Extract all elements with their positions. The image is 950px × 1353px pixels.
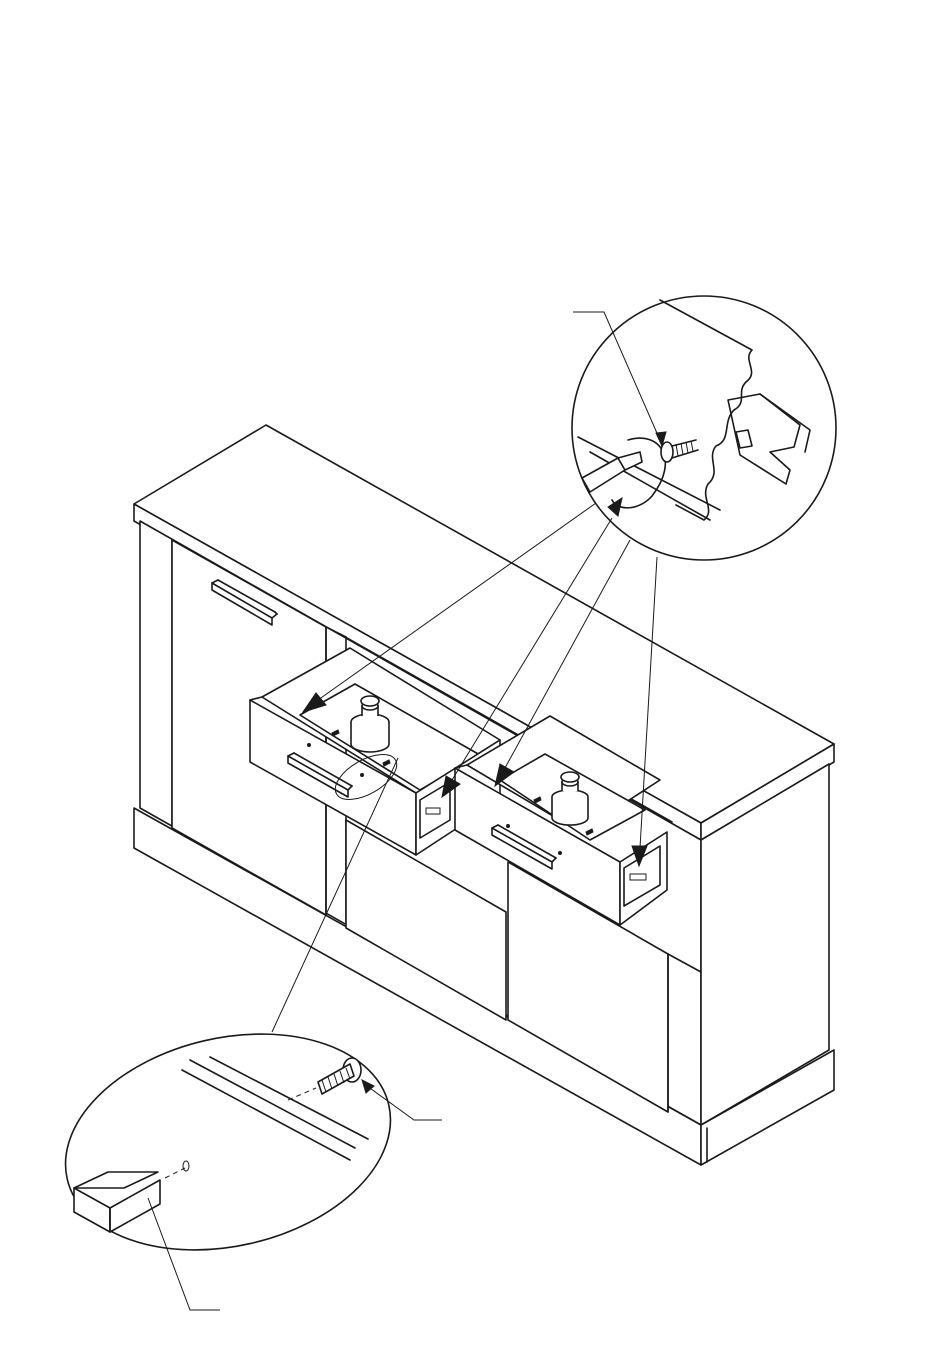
- detail-bottom-screw: [318, 1058, 361, 1094]
- detail-handle: [74, 1172, 160, 1232]
- detail-screw: [661, 440, 698, 462]
- detail-top-right: [572, 296, 836, 560]
